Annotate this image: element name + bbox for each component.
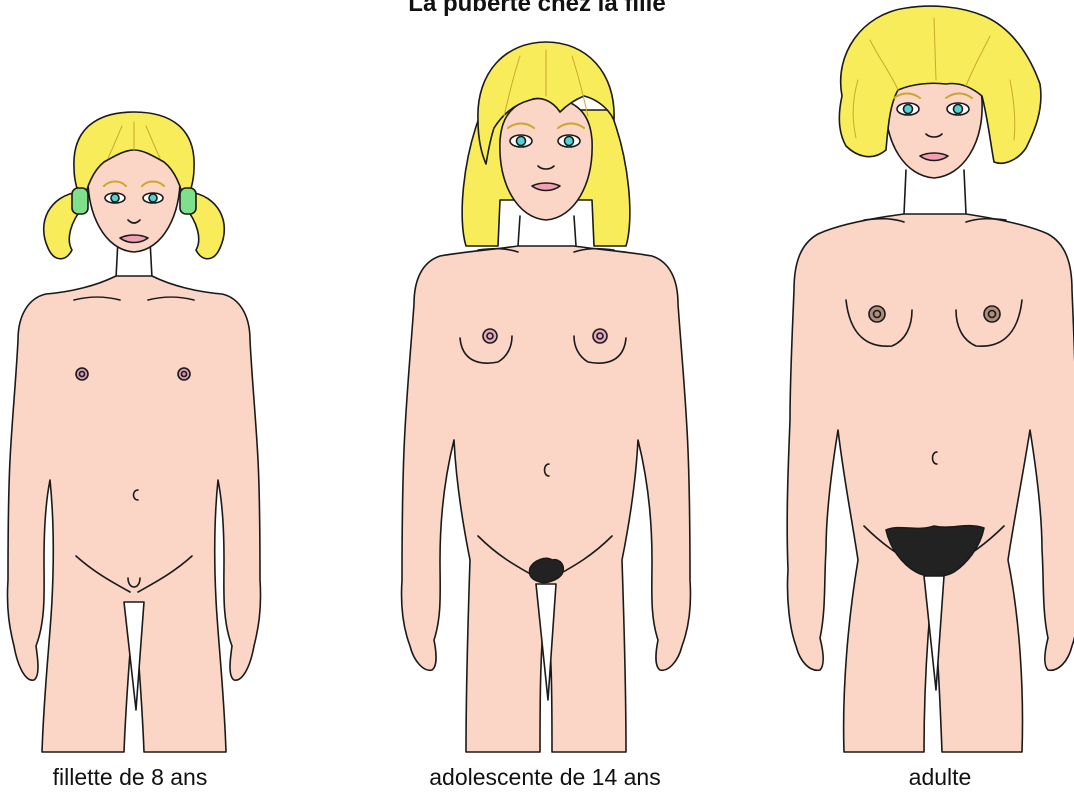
child-hair-tie-right (180, 188, 196, 214)
caption-teen: adolescente de 14 ans (390, 764, 700, 791)
figure-adult (787, 6, 1074, 752)
figure-child (7, 112, 260, 752)
child-hair-tie-left (72, 188, 88, 214)
adult-body (787, 214, 1074, 752)
caption-adult: adulte (820, 764, 1060, 791)
teen-face (500, 98, 592, 220)
caption-child: fillette de 8 ans (0, 764, 260, 791)
figure-teen (401, 42, 690, 752)
